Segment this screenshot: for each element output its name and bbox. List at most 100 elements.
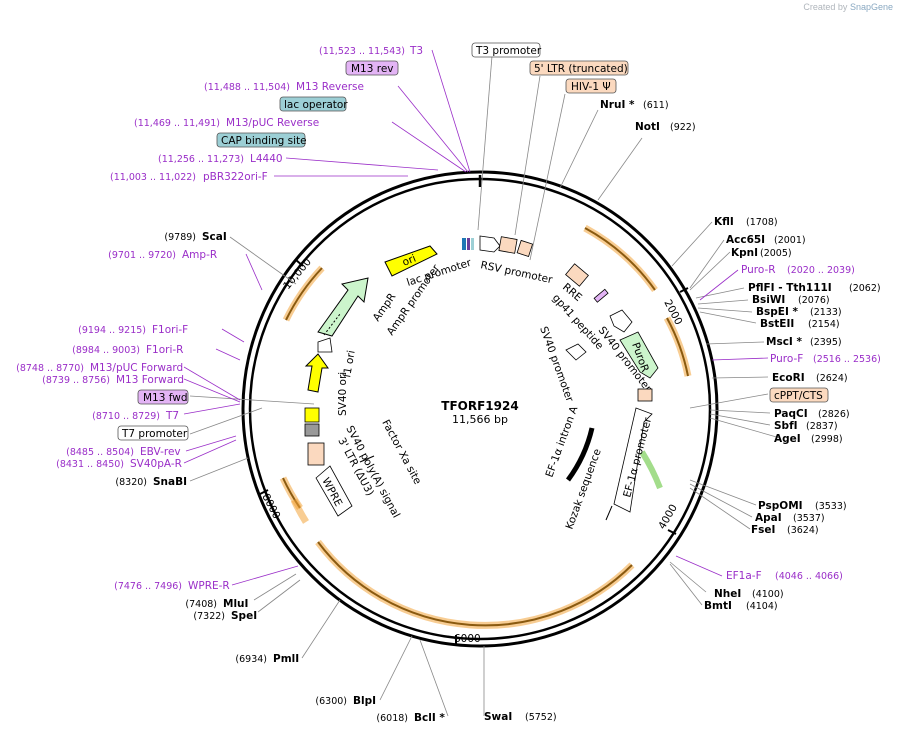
- puro-r-coord: (2020 .. 2039): [787, 265, 855, 276]
- spei-site[interactable]: SpeI: [231, 610, 257, 622]
- puror-arrow: [619, 331, 659, 379]
- ecori-site[interactable]: EcoRI: [772, 372, 805, 384]
- snabi-site[interactable]: SnaBI: [153, 476, 187, 488]
- swai-site[interactable]: SwaI: [484, 711, 512, 723]
- f1-ori-arrow: [304, 353, 329, 393]
- scale-ticks: [259, 259, 689, 644]
- amp-r-primer[interactable]: Amp-R: [182, 249, 217, 261]
- ori-arrow: [384, 245, 438, 277]
- m13-rev-label: M13 rev: [351, 63, 394, 75]
- cppt-cts-box[interactable]: [769, 387, 829, 403]
- puro-r-primer[interactable]: Puro-R: [741, 264, 776, 276]
- bspei-site[interactable]: BspEI *: [756, 306, 799, 318]
- m13-fwd-box[interactable]: [137, 389, 189, 405]
- factor-xa-label: Factor Xa site: [379, 418, 423, 487]
- f1ori-r-primer[interactable]: F1ori-R: [146, 344, 183, 356]
- sv40pa-r-primer[interactable]: SV40pA-R: [130, 458, 182, 470]
- pbr322ori-f-primer[interactable]: pBR322ori-F: [203, 171, 268, 183]
- kfli-coord: (1708): [746, 217, 778, 228]
- kpni-coord: (2005): [760, 248, 792, 259]
- f1ori-r-coord: (8984 .. 9003): [72, 345, 140, 356]
- ef1a-intron-arc: [565, 427, 595, 482]
- m13-reverse-coord: (11,488 .. 11,504): [204, 82, 290, 93]
- paqci-site[interactable]: PaqCI: [774, 408, 808, 420]
- pspomi-site[interactable]: PspOMI: [758, 500, 803, 512]
- puro-f-coord: (2516 .. 2536): [813, 354, 881, 365]
- sv40-promoter-arrow: [609, 309, 633, 333]
- acc65i-coord: (2001): [774, 235, 806, 246]
- t3-primer[interactable]: T3: [409, 45, 423, 57]
- m13-puc-forward-primer[interactable]: M13/pUC Forward: [90, 362, 183, 374]
- bcli-site[interactable]: BclI *: [414, 712, 445, 724]
- wpre-arrow: [315, 465, 353, 517]
- lac-operator-box[interactable]: [279, 96, 347, 112]
- snapgene-brand: SnapGene: [849, 2, 893, 12]
- puro-f-primer[interactable]: Puro-F: [770, 353, 803, 365]
- bmti-coord: (4104): [746, 601, 778, 612]
- sv40pa-r-coord: (8431 .. 8450): [56, 459, 124, 470]
- sv40-promoter2-arrow: [565, 343, 587, 361]
- m13-forward-coord: (8739 .. 8756): [42, 375, 110, 386]
- mlui-coord: (7408): [185, 599, 217, 610]
- sbfi-coord: (2837): [806, 421, 838, 432]
- scai-site[interactable]: ScaI: [202, 231, 227, 243]
- ef1a-promoter-arrow: [613, 407, 653, 513]
- mlui-site[interactable]: MluI: [223, 598, 248, 610]
- noti-site[interactable]: NotI: [635, 121, 660, 133]
- bcli-coord: (6018): [376, 713, 408, 724]
- ebv-rev-primer[interactable]: EBV-rev: [140, 446, 181, 458]
- acc65i-site[interactable]: Acc65I: [726, 234, 765, 246]
- bsteii-site[interactable]: BstEII: [760, 318, 794, 330]
- m13-puc-reverse-primer[interactable]: M13/pUC Reverse: [226, 117, 319, 129]
- snapgene-credit: Created by SnapGene: [803, 2, 893, 12]
- tick-2000: 2000: [661, 298, 684, 327]
- pbr322ori-f-coord: (11,003 .. 11,022): [110, 172, 196, 183]
- pmli-coord: (6934): [235, 654, 267, 665]
- sv40-ori-block: [304, 407, 320, 423]
- bspei-coord: (2133): [810, 307, 842, 318]
- bsiwi-site[interactable]: BsiWI: [752, 294, 785, 306]
- hiv1-psi-box[interactable]: [565, 78, 617, 94]
- wpre-r-coord: (7476 .. 7496): [114, 581, 182, 592]
- pflfi-site[interactable]: PflFI - Tth111I: [748, 282, 832, 294]
- lac-operator-label: lac operator: [284, 99, 348, 111]
- blpi-site[interactable]: BlpI: [353, 695, 376, 707]
- pmli-site[interactable]: PmlI: [273, 653, 299, 665]
- ltr-truncated-box[interactable]: [529, 60, 629, 76]
- ampr-arrow: [317, 277, 369, 337]
- sv40-promoter2-label: SV40 promoter: [537, 325, 576, 404]
- m13-forward-primer[interactable]: M13 Forward: [116, 374, 184, 386]
- t7-promoter-label: T7 promoter: [121, 428, 188, 440]
- m13-reverse-primer[interactable]: M13 Reverse: [296, 81, 364, 93]
- f1ori-f-primer[interactable]: F1ori-F: [152, 324, 188, 336]
- t7-primer[interactable]: T7: [165, 410, 179, 422]
- kfli-site[interactable]: KflI: [714, 216, 734, 228]
- swai-coord: (5752): [525, 712, 557, 723]
- cap-binding-site-box[interactable]: [216, 132, 306, 148]
- noti-coord: (922): [670, 122, 696, 133]
- hiv1-psi-label: HIV-1 Ψ: [571, 81, 611, 93]
- fsei-site[interactable]: FseI: [751, 524, 775, 536]
- t3-promoter-box[interactable]: [471, 42, 541, 58]
- t3-coord: (11,523 .. 11,543): [319, 46, 405, 57]
- apai-site[interactable]: ApaI: [755, 512, 782, 524]
- kpni-site[interactable]: KpnI: [731, 247, 758, 259]
- sbfi-site[interactable]: SbfI: [774, 420, 798, 432]
- kozak-label: Kozak sequence: [564, 447, 604, 531]
- amp-r-coord: (9701 .. 9720): [108, 250, 176, 261]
- ef1a-f-primer[interactable]: EF1a-F: [726, 570, 762, 582]
- ltr-truncated-label: 5' LTR (truncated): [534, 63, 628, 75]
- nrui-site[interactable]: NruI *: [600, 99, 635, 111]
- msci-site[interactable]: MscI *: [766, 336, 802, 348]
- agei-site[interactable]: AgeI: [774, 433, 801, 445]
- l4440-primer[interactable]: L4440: [250, 153, 283, 165]
- apai-coord: (3537): [793, 513, 825, 524]
- nhei-site[interactable]: NheI: [714, 588, 741, 600]
- t7-promoter-box[interactable]: [117, 425, 189, 441]
- bmti-site[interactable]: BmtI: [704, 600, 732, 612]
- wpre-r-primer[interactable]: WPRE-R: [188, 580, 230, 592]
- m13-puc-forward-coord: (8748 .. 8770): [16, 363, 84, 374]
- pspomi-coord: (3533): [815, 501, 847, 512]
- m13-rev-box[interactable]: [345, 60, 399, 76]
